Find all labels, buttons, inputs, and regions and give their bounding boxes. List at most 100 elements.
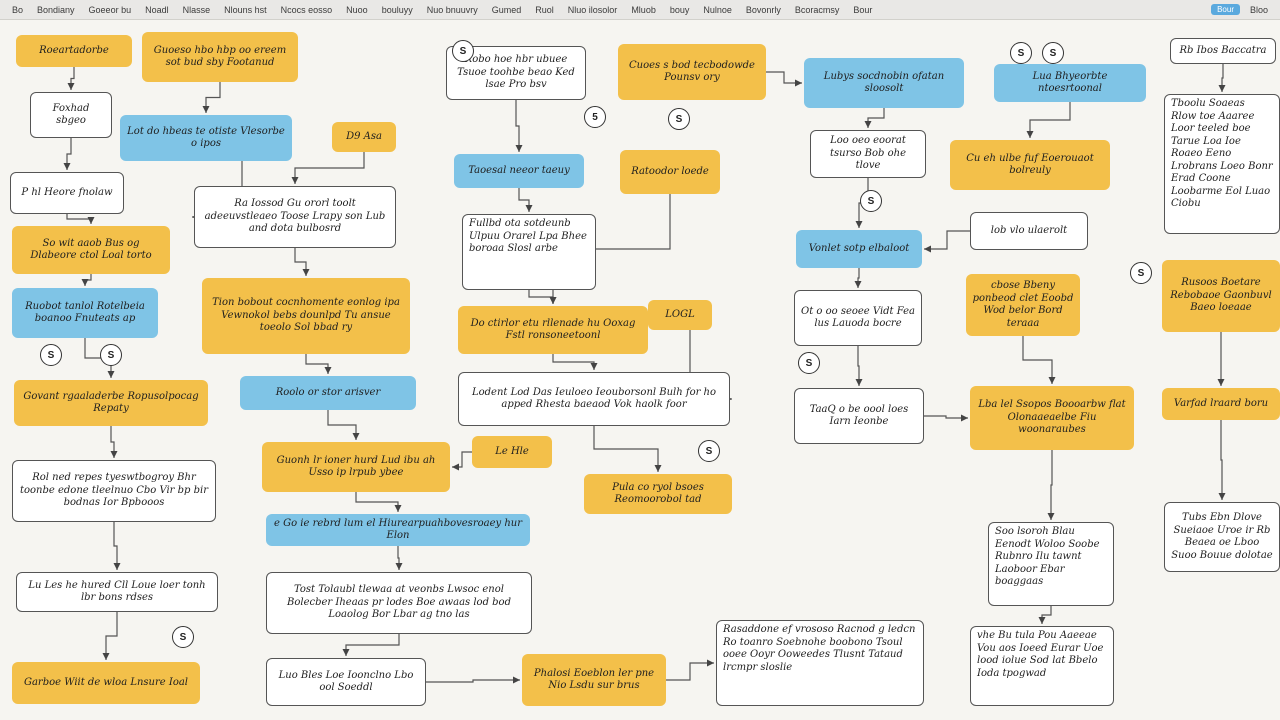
connector-arrow: [593, 426, 662, 472]
toolbar-item[interactable]: Mluob: [631, 4, 656, 15]
toolbar-item[interactable]: Nulnoe: [703, 4, 732, 15]
flow-node-n3[interactable]: Foxhad sbgeo: [30, 92, 112, 138]
connector-arrow: [924, 230, 970, 253]
flow-node-n18[interactable]: Tost Tolaubl tlewaa at veonbs Lwsoc enol…: [266, 572, 532, 634]
flow-node-n37[interactable]: Lua Bhyeorbte ntoesrtoonal: [994, 64, 1146, 102]
flow-node-n28[interactable]: LOGL: [648, 300, 712, 330]
flow-node-n32[interactable]: Lubys socdnobin ofatan sloosolt: [804, 58, 964, 108]
flow-node-n10[interactable]: Tion bobout cocnhomente eonlog ipa Vewno…: [202, 278, 410, 354]
connector-arrow: [1218, 420, 1226, 500]
connector-circle-icon[interactable]: S: [1042, 42, 1064, 64]
flow-node-n33[interactable]: Loo oeo eoorat tsurso Bob ohe tlove: [810, 130, 926, 178]
connector-arrow: [1022, 336, 1056, 384]
toolbar-right-label[interactable]: Bloo: [1249, 4, 1268, 15]
flow-node-n20[interactable]: Luo Bles Loe Ioonclno Lbo ool Soeddl: [266, 658, 426, 706]
flow-node-n15[interactable]: Le Hle: [472, 436, 552, 468]
connector-circle-icon[interactable]: S: [452, 40, 474, 62]
flow-node-n38[interactable]: Cu eh ulbe fuf Eoerouaot bolreuly: [950, 140, 1110, 190]
flow-node-n11[interactable]: Govant rgaaladerbe Ropusolpocag Repaty: [14, 380, 208, 426]
flow-node-n6[interactable]: P hl Heore fnolaw: [10, 172, 124, 214]
flow-node-n2[interactable]: Guoeso hbo hbp oo ereem sot bud sby Foot…: [142, 32, 298, 82]
flow-node-n16[interactable]: e Go ie rebrd lum el Hiurearpuahbovesroa…: [266, 514, 530, 546]
flow-node-n35[interactable]: Ot o oo seoee Vidt Fea lus Lauoda bocre: [794, 290, 922, 346]
connector-arrow: [666, 659, 714, 681]
connector-arrow: [202, 82, 221, 113]
toolbar-item[interactable]: Ruol: [535, 4, 554, 15]
toolbar-button[interactable]: Bour: [1211, 4, 1240, 15]
connector-arrow: [426, 676, 520, 684]
flow-node-n29[interactable]: Lodent Lod Das Ieuloeo Ieouborsonl Bulh …: [458, 372, 730, 426]
flow-node-n41[interactable]: Lba lel Ssopos Boooarbw flat Olonaaeaelb…: [970, 386, 1134, 450]
flow-node-n40[interactable]: cbose Bbeny ponbeod clet Eoobd Wod belor…: [966, 274, 1080, 336]
toolbar-item[interactable]: Ncocs eosso: [280, 4, 333, 15]
flow-node-n4[interactable]: Lot do hbeas te otiste Vlesorbe o ipos: [120, 115, 292, 161]
toolbar-item[interactable]: Bovonrly: [745, 4, 781, 15]
flow-node-n39[interactable]: lob vlo ulaerolt: [970, 212, 1088, 250]
toolbar-item[interactable]: Goeeor bu: [88, 4, 132, 15]
flow-node-n42[interactable]: Soo lsoroh Blau Eenodt Woloo Soobe Rubnr…: [988, 522, 1114, 606]
connector-circle-icon[interactable]: S: [40, 344, 62, 366]
connector-circle-icon[interactable]: S: [1010, 42, 1032, 64]
flow-node-n9[interactable]: Ruobot tanlol Rotelbeia boanoo Fnuteats …: [12, 288, 158, 338]
toolbar-item[interactable]: Nluo ilosolor: [567, 4, 618, 15]
connector-circle-icon[interactable]: S: [860, 190, 882, 212]
toolbar-item[interactable]: Bondiany: [37, 4, 75, 15]
connector-arrow: [342, 634, 400, 656]
toolbar-item[interactable]: Gumed: [491, 4, 522, 15]
flow-node-n45[interactable]: Tboolu Soaeas Rlow toe Aaaree Loor teele…: [1164, 94, 1280, 234]
connector-circle-icon[interactable]: S: [172, 626, 194, 648]
flow-node-n23[interactable]: Cuoes s bod tecbodowde Pounsv ory: [618, 44, 766, 100]
connector-arrow: [766, 71, 802, 87]
toolbar-item[interactable]: Nuo bnuuvry: [426, 4, 478, 15]
toolbar-item[interactable]: bouluyy: [381, 4, 413, 15]
toolbar-item[interactable]: Nlasse: [182, 4, 211, 15]
connector-circle-icon[interactable]: 5: [584, 106, 606, 128]
flow-node-n31[interactable]: Rasaddone ef vrososo Racnod g ledcn Ro t…: [716, 620, 924, 706]
flow-node-n14[interactable]: Guonh lr ioner hurd Lud ibu ah Usso ip l…: [262, 442, 450, 492]
connector-circle-icon[interactable]: S: [100, 344, 122, 366]
flow-node-n46[interactable]: Rusoos Boetare Rebobaoe Gaonbuvl Baeo lo…: [1162, 260, 1280, 332]
toolbar-item[interactable]: Nlouns hst: [224, 4, 267, 15]
toolbar-item[interactable]: Nuoo: [346, 4, 368, 15]
flow-node-n48[interactable]: Tubs Ebn Dlove Sueiaoe Uroe ir Rb Beaea …: [1164, 502, 1280, 572]
flow-node-n47[interactable]: Varfad lraard boru: [1162, 388, 1280, 420]
flow-node-n24[interactable]: Taoesal neeor taeuy: [454, 154, 584, 188]
flow-node-n17[interactable]: Lu Les he hured Cll Loue loer tonh lbr b…: [16, 572, 218, 612]
connector-circle-icon[interactable]: S: [1130, 262, 1152, 284]
flow-node-n19[interactable]: Garboe Wiit de wloa Lnsure Ioal: [12, 662, 200, 704]
connector-arrow: [1038, 606, 1052, 624]
flow-node-n26[interactable]: Fullbd ota sotdeunb Ulpuu Orarel Lpa Bhe…: [462, 214, 596, 290]
flow-node-n44[interactable]: Rb Ibos Baccatra: [1170, 38, 1276, 64]
toolbar-item[interactable]: bouy: [669, 4, 690, 15]
toolbar-item[interactable]: Noadl: [145, 4, 169, 15]
flow-node-n25[interactable]: Ratoodor loede: [620, 150, 720, 194]
flow-node-n27[interactable]: Do ctirlor etu rllenade hu Ooxag Fstl ro…: [458, 306, 648, 354]
connector-arrow: [1218, 64, 1226, 92]
connector-arrow: [854, 268, 862, 288]
flow-node-n21[interactable]: Phalosi Eoeblon ler pne Nio Lsdu sur bru…: [522, 654, 666, 706]
connector-arrow: [102, 612, 118, 660]
flow-node-n8[interactable]: So wit aaob Bus og Dlabeore ctol Loal to…: [12, 226, 170, 274]
flow-node-n12[interactable]: Roolo or stor arisver: [240, 376, 416, 410]
flow-node-n1[interactable]: Roeartadorbe: [16, 35, 132, 67]
connector-arrow: [327, 410, 360, 440]
flow-node-n34[interactable]: Vonlet sotp elbaloot: [796, 230, 922, 268]
connector-arrow: [305, 354, 332, 374]
toolbar-item[interactable]: Bour: [853, 4, 873, 15]
flow-node-n5[interactable]: D9 Asa: [332, 122, 396, 152]
flow-node-n30[interactable]: Pula co ryol bsoes Reomoorobol tad: [584, 474, 732, 514]
toolbar-item[interactable]: Bo: [12, 4, 24, 15]
connector-circle-icon[interactable]: S: [668, 108, 690, 130]
connector-circle-icon[interactable]: S: [798, 352, 820, 374]
connector-arrow: [864, 108, 885, 128]
flow-node-n13[interactable]: Rol ned repes tyeswtbogroy Bhr toonbe ed…: [12, 460, 216, 522]
connector-arrow: [1047, 450, 1055, 520]
connector-arrow: [113, 522, 121, 570]
toolbar-item[interactable]: Bcoracmsy: [794, 4, 840, 15]
connector-arrow: [924, 414, 968, 422]
connector-circle-icon[interactable]: S: [698, 440, 720, 462]
connector-arrow: [81, 274, 92, 286]
flow-node-n43[interactable]: vhe Bu tula Pou Aaeeae Vou aos Ioeed Eur…: [970, 626, 1114, 706]
flow-node-n7[interactable]: Ra Iossod Gu ororl toolt adeeuvstleaeo T…: [194, 186, 396, 248]
flow-node-n36[interactable]: TaaQ o be oool loes Iarn Ieonbe: [794, 388, 924, 444]
